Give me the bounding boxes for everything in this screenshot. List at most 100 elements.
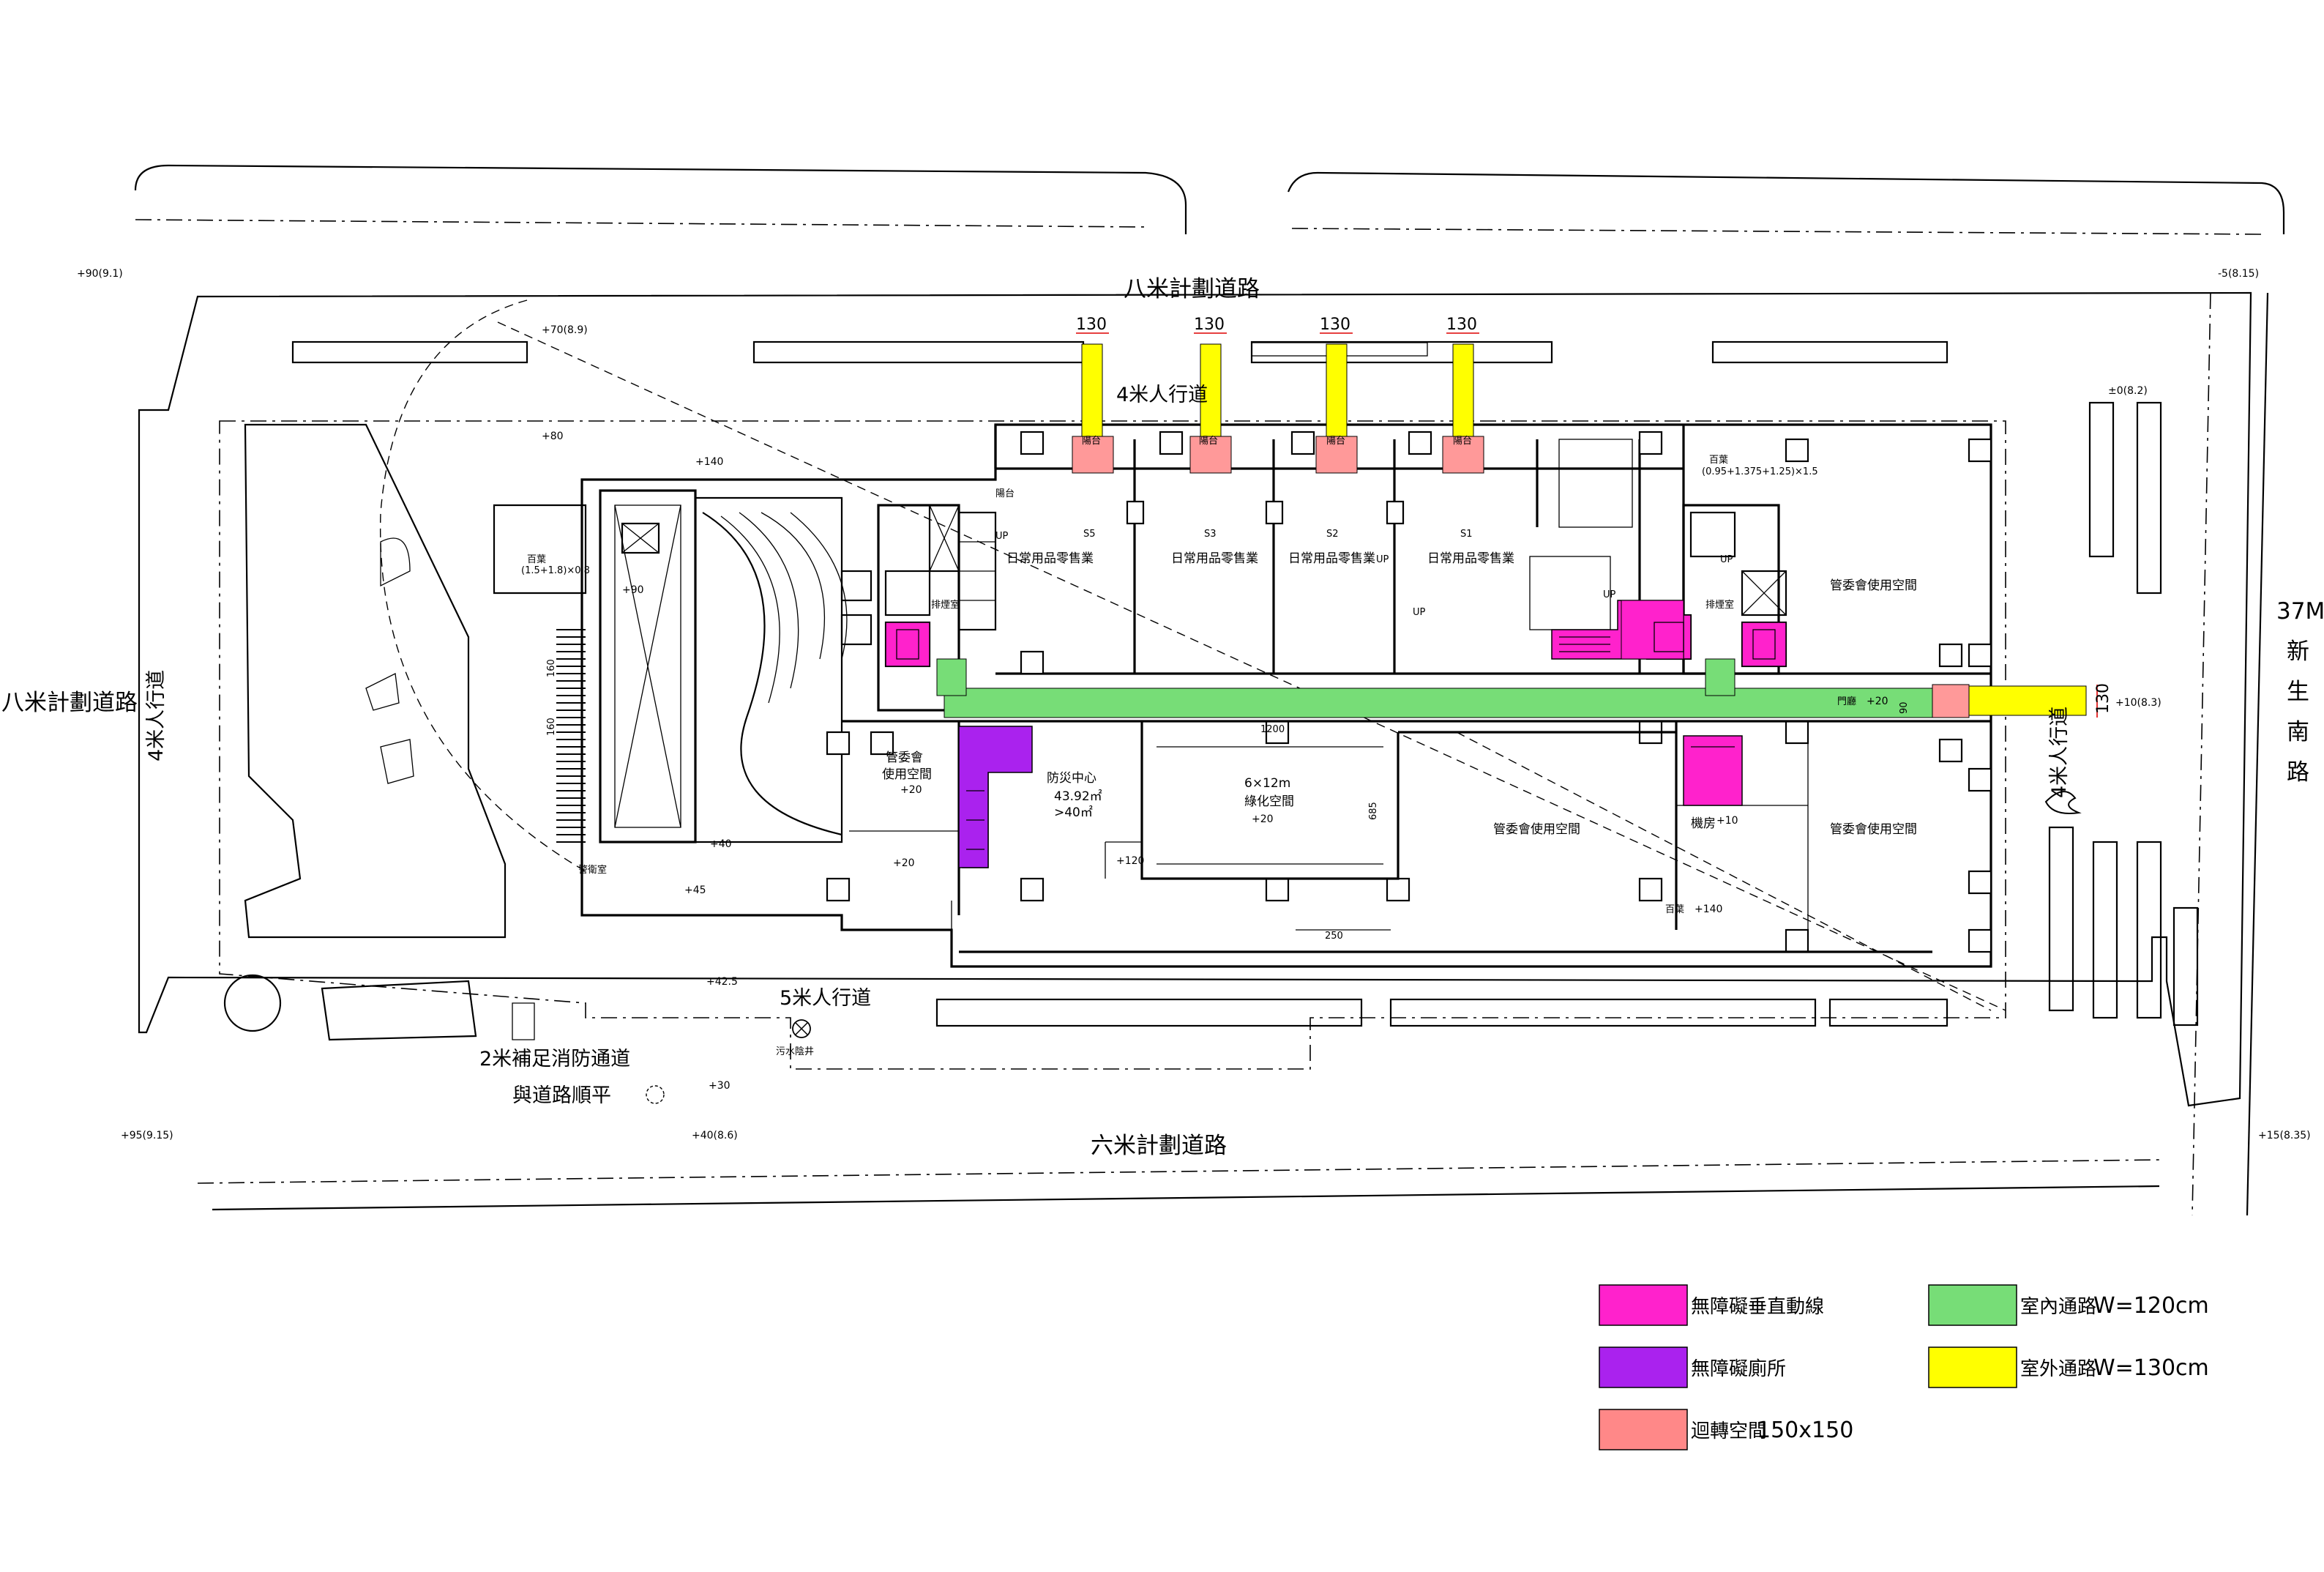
north-width-3: 130 (1320, 316, 1350, 334)
legend-label-5: 室外通路 (2020, 1358, 2096, 1380)
room-labels: 日常用品零售業 日常用品零售業 日常用品零售業 日常用品零售業 S5 S3 S2… (521, 436, 1917, 1057)
stair-up-4: UP (1603, 589, 1616, 600)
legend-swatch-purple (1599, 1346, 1688, 1388)
turning-arc (379, 299, 586, 872)
level-ne: -5(8.15) (2218, 268, 2259, 280)
road-labels: 八米計劃道路 六米計劃道路 八米計劃道路 37M 新 生 南 路 (1, 276, 2324, 1159)
legend-label-1: 無障礙垂直動線 (1691, 1296, 1824, 1318)
louver-east-label: 百葉 (1709, 455, 1728, 466)
south-road-label: 六米計劃道路 (1091, 1133, 1227, 1159)
level-se: +15(8.35) (2258, 1130, 2311, 1141)
legend-item-turning-space: 迴轉空間 150x150 (1599, 1409, 1853, 1450)
louver-west-label: 百葉 (527, 554, 546, 565)
balcony-2: 陽台 (1082, 436, 1101, 447)
south-road-curbs (197, 1159, 2160, 1211)
west-sidewalk-label: 4米人行道 (145, 670, 168, 761)
shop-s2-tag: S2 (1326, 529, 1339, 540)
level-nw: +90(9.1) (77, 268, 123, 280)
west-core (840, 504, 997, 712)
mgmt-west-label-1: 管委會 (886, 750, 923, 765)
shop-s3-label: 日常用品零售業 (1171, 551, 1258, 566)
west-landscape (223, 423, 535, 1041)
balcony-4: 陽台 (1326, 436, 1345, 447)
balcony-3: 陽台 (1199, 436, 1218, 447)
dim-250: 250 (1325, 931, 1343, 942)
fire-center-label-2: 43.92㎡ (1054, 789, 1102, 804)
fire-lane-label-1: 2米補足消防通道 (479, 1048, 630, 1070)
south-planters (935, 998, 1949, 1027)
dim-160a: 160 (546, 659, 557, 677)
legend-size-4: W=120cm (2093, 1293, 2209, 1319)
west-road-label: 八米計劃道路 (1, 690, 138, 716)
dim-1200: 1200 (1260, 724, 1285, 735)
east-road-char-2: 生 (2287, 679, 2309, 705)
machine-room-label: 機房 (1691, 816, 1716, 831)
level-140b: +140 (1695, 904, 1722, 915)
entry-hall-label: 門廳 (1837, 696, 1856, 707)
shop-s5-label: 日常用品零售業 (1006, 551, 1094, 566)
shop-s1-tag: S1 (1460, 529, 1473, 540)
mgmt-se-label: 管委會使用空間 (1830, 822, 1917, 837)
south-sidewalk-label: 5米人行道 (780, 987, 871, 1010)
site-diagonals (497, 321, 2006, 1011)
shop-row-walls (995, 425, 1991, 675)
legend-item-outdoor-route: 室外通路 W=130cm (1928, 1346, 2209, 1388)
east-road-char-3: 南 (2287, 719, 2309, 745)
level-30: +30 (709, 1080, 731, 1092)
west-louver-box (493, 504, 660, 595)
louver-west-dim: (1.5+1.8)×0.8 (521, 565, 590, 576)
legend-label-2: 無障礙廁所 (1691, 1358, 1786, 1380)
legend-swatch-yellow (1928, 1346, 2017, 1388)
legend-item-vertical-circulation: 無障礙垂直動線 (1599, 1284, 1824, 1326)
level-42: +42.5 (706, 976, 738, 988)
sidewalk-labels: 4米人行道 4米人行道 4米人行道 5米人行道 2米補足消防通道 與道路順平 (145, 384, 2071, 1107)
shop-s5-tag: S5 (1083, 529, 1096, 540)
level-labels: +90(9.1) -5(8.15) +95(9.15) +15(8.35) +7… (77, 268, 2311, 1141)
building-outline (580, 423, 1992, 968)
sewer-manhole-icon (792, 1019, 811, 1038)
fire-center-label-3: >40㎡ (1054, 805, 1093, 820)
legend-item-accessible-toilet: 無障礙廁所 (1599, 1346, 1786, 1388)
legend-size-5: W=130cm (2093, 1355, 2209, 1381)
escape-east-label: 排煙室 (1705, 599, 1734, 611)
level-s-mid: +40(8.6) (692, 1130, 738, 1141)
east-road-width-label: 37M (2276, 598, 2324, 625)
stair-up-5: UP (1720, 554, 1733, 565)
bird-icon (2044, 791, 2082, 814)
atrium-block (599, 489, 848, 843)
legend-item-indoor-route: 室內通路 W=120cm (1928, 1284, 2209, 1326)
legend-size-3: 150x150 (1757, 1418, 1853, 1443)
fitness-label-2: 綠化空間 (1244, 794, 1294, 809)
north-sidewalk-label: 4米人行道 (1116, 384, 1208, 406)
level-10: +10 (1716, 815, 1738, 827)
level-e-top: ±0(8.2) (2108, 385, 2148, 397)
fitness-label-1: 6×12m (1244, 776, 1290, 791)
legend-swatch-magenta (1599, 1284, 1688, 1326)
fire-hydrant-icon (646, 1085, 665, 1104)
east-width: 130 (2094, 683, 2112, 714)
width-labels: 130 130 130 130 130 90 160 160 1200 250 … (546, 316, 2112, 942)
level-90: +90 (622, 584, 644, 596)
zebra-crossing (556, 629, 586, 843)
fire-center-label-1: 防災中心 (1047, 771, 1096, 786)
shop-s1-label: 日常用品零售業 (1427, 551, 1514, 566)
lower-rooms-walls (842, 720, 1991, 953)
door-width-90: 90 (1899, 701, 1910, 714)
level-e-entry: +10(8.3) (2115, 697, 2162, 709)
level-20c: +20 (1252, 813, 1274, 825)
east-planters (2048, 401, 2199, 1027)
level-20b: +20 (893, 857, 915, 869)
stair-up-3: UP (1413, 607, 1426, 618)
level-20a: +20 (900, 784, 922, 796)
shop-s3-tag: S3 (1204, 529, 1217, 540)
north-planters (291, 340, 1949, 364)
level-sw: +95(9.15) (121, 1130, 173, 1141)
legend-swatch-green (1928, 1284, 2017, 1326)
fire-lane-label-2: 與道路順平 (512, 1084, 611, 1107)
level-n-mid: +70(8.9) (542, 324, 588, 336)
columns (826, 431, 1992, 953)
north-road-label: 八米計劃道路 (1124, 276, 1260, 302)
balcony-5: 陽台 (1453, 436, 1472, 447)
north-road-curbs (134, 164, 2285, 235)
